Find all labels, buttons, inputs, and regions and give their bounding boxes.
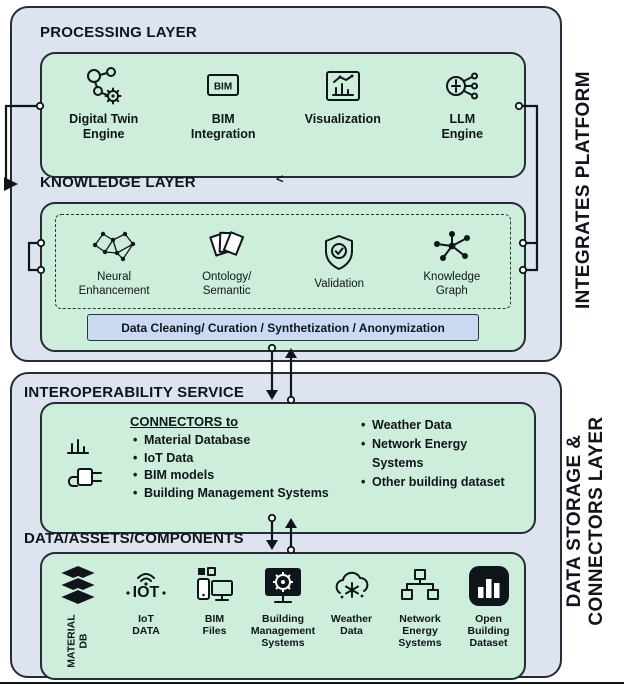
data-item-label: Network Energy Systems	[398, 613, 442, 650]
processing-item-visualization: Visualization	[285, 64, 401, 127]
processing-item-bim: BIM BIM Integration	[165, 64, 281, 142]
iot-icon: IOT	[119, 562, 173, 610]
network-topology-icon	[397, 562, 443, 610]
connector-item: Network Energy Systems	[358, 435, 518, 473]
knowledge-dashed-group: Neural Enhancement Ontology/ Semantic	[55, 214, 511, 309]
connector-item: BIM models	[130, 467, 358, 485]
data-item-material-db: MATERIAL DB	[45, 562, 111, 672]
data-item-bim-files: BIM Files	[182, 562, 248, 637]
ontology-pages-icon	[206, 224, 248, 268]
open-dataset-icon	[466, 562, 512, 610]
connector-item: Building Management Systems	[130, 485, 358, 503]
knowledge-layer-title: KNOWLEDGE LAYER	[40, 174, 196, 191]
knowledge-item-ontology: Ontology/ Semantic	[172, 224, 281, 299]
interoperability-box: CONNECTORS to Material Database IoT Data…	[40, 402, 536, 534]
data-item-bms: Building Management Systems	[250, 562, 316, 649]
shield-check-icon	[321, 231, 357, 275]
bim-devices-icon	[194, 562, 236, 610]
data-assets-title: DATA/ASSETS/COMPONENTS	[24, 530, 244, 547]
processing-item-label: Visualization	[304, 112, 381, 126]
data-item-label: IoT DATA	[132, 613, 160, 638]
data-item-label: MATERIAL DB	[65, 614, 90, 668]
processing-layer-box: Digital Twin Engine BIM BIM Integration	[40, 52, 526, 178]
knowledge-item-label: Ontology/ Semantic	[202, 271, 252, 297]
cloud-snowflake-icon	[329, 562, 375, 610]
plug-connector-icon	[46, 412, 130, 528]
llm-engine-icon	[441, 64, 483, 108]
data-item-label: BIM Files	[202, 613, 227, 638]
processing-item-label: BIM Integration	[190, 112, 256, 141]
svg-text:BIM: BIM	[214, 82, 232, 93]
connectors-heading: CONNECTORS to	[130, 414, 239, 429]
neural-network-icon	[89, 224, 139, 268]
visualization-chart-icon	[323, 64, 363, 108]
connector-item: Weather Data	[358, 416, 518, 435]
knowledge-item-graph: Knowledge Graph	[397, 224, 506, 299]
connectors-right-list: Weather Data Network Energy Systems Othe…	[358, 412, 518, 528]
integrates-platform-label: INTEGRATES PLATFORM	[573, 70, 595, 310]
data-item-open-dataset: Open Building Dataset	[456, 562, 522, 649]
database-layers-icon	[55, 562, 101, 610]
processing-item-digital-twin: Digital Twin Engine	[46, 64, 162, 142]
data-item-network-energy: Network Energy Systems	[387, 562, 453, 649]
processing-item-llm: LLM Engine	[404, 64, 520, 142]
knowledge-layer-box: Neural Enhancement Ontology/ Semantic	[40, 202, 526, 352]
data-storage-connectors-label: DATA STORAGE & CONNECTORS LAYER	[564, 416, 607, 626]
small-connector-arrow: <	[276, 171, 284, 186]
processing-item-label: LLM Engine	[441, 112, 484, 141]
connectors-left-list: CONNECTORS to Material Database IoT Data…	[130, 412, 358, 528]
knowledge-item-validation: Validation	[285, 231, 394, 292]
knowledge-graph-icon	[429, 224, 475, 268]
interoperability-title: INTEROPERABILITY SERVICE	[24, 384, 245, 401]
knowledge-item-label: Validation	[314, 278, 365, 291]
processing-item-label: Digital Twin Engine	[69, 112, 139, 141]
connector-item: Material Database	[130, 432, 358, 450]
data-item-label: Weather Data	[330, 613, 373, 638]
digital-twin-icon	[82, 64, 126, 108]
knowledge-item-neural: Neural Enhancement	[60, 224, 169, 299]
integrates-platform-panel: PROCESSING LAYER Digital	[10, 6, 562, 362]
connector-item: IoT Data	[130, 450, 358, 468]
processing-layer-title: PROCESSING LAYER	[40, 24, 197, 41]
gear-monitor-icon	[260, 562, 306, 610]
data-assets-box: MATERIAL DB IOT IoT DATA	[40, 552, 526, 680]
data-item-label: Building Management Systems	[250, 613, 316, 650]
bim-integration-icon: BIM	[201, 64, 245, 108]
svg-text:IOT: IOT	[133, 584, 160, 601]
data-item-label: Open Building Dataset	[467, 613, 510, 650]
data-storage-panel: INTEROPERABILITY SERVICE CONNECTORS to M…	[10, 372, 562, 680]
knowledge-item-label: Neural Enhancement	[78, 271, 150, 297]
knowledge-item-label: Knowledge Graph	[423, 271, 481, 297]
data-item-weather: Weather Data	[319, 562, 385, 637]
connector-item: Other building dataset	[358, 473, 518, 492]
data-item-iot: IOT IoT DATA	[113, 562, 179, 637]
data-cleaning-bar: Data Cleaning/ Curation / Synthetization…	[87, 314, 479, 341]
